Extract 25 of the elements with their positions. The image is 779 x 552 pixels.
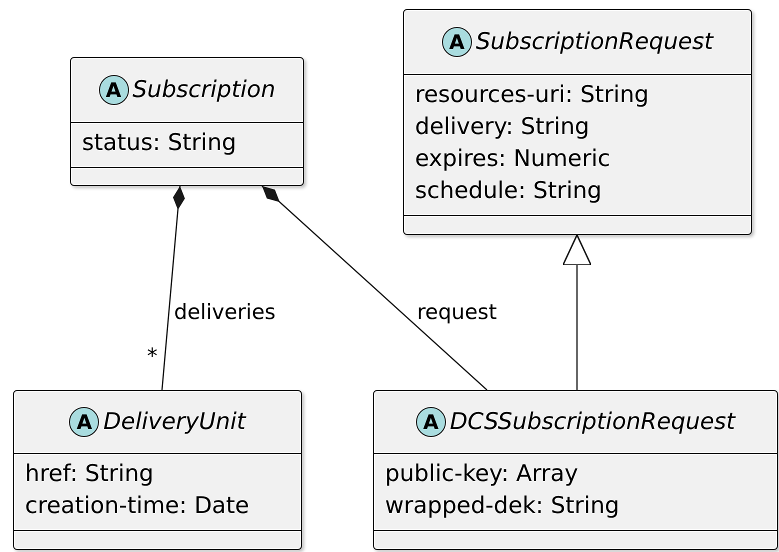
attribute: resources-uri: String <box>415 81 649 110</box>
class-name: DCSSubscriptionRequest <box>450 409 736 435</box>
attribute: status: String <box>82 129 236 158</box>
abstract-class-icon: A <box>442 27 472 57</box>
attribute: public-key: Array <box>385 460 578 489</box>
abstract-class-icon: A <box>98 75 129 105</box>
class-name: Subscription <box>132 77 276 103</box>
abstract-class-icon: A <box>69 407 100 437</box>
attribute: wrapped-dek: String <box>385 492 620 521</box>
composition-line <box>161 186 185 390</box>
inheritance-arrow <box>562 234 592 390</box>
class-name: SubscriptionRequest <box>476 29 714 55</box>
attribute: delivery: String <box>415 113 590 142</box>
multiplicity-label: * <box>147 344 158 368</box>
class-name: DeliveryUnit <box>103 409 246 435</box>
attribute: creation-time: Date <box>25 492 250 521</box>
attribute: href: String <box>25 460 154 489</box>
attribute: schedule: String <box>415 177 602 206</box>
class-box <box>70 57 304 186</box>
composition-line <box>262 186 488 390</box>
abstract-class-icon: A <box>416 407 446 437</box>
class-box <box>373 390 778 550</box>
class-box <box>13 390 302 550</box>
class-box <box>403 9 752 235</box>
attribute: expires: Numeric <box>415 145 610 174</box>
